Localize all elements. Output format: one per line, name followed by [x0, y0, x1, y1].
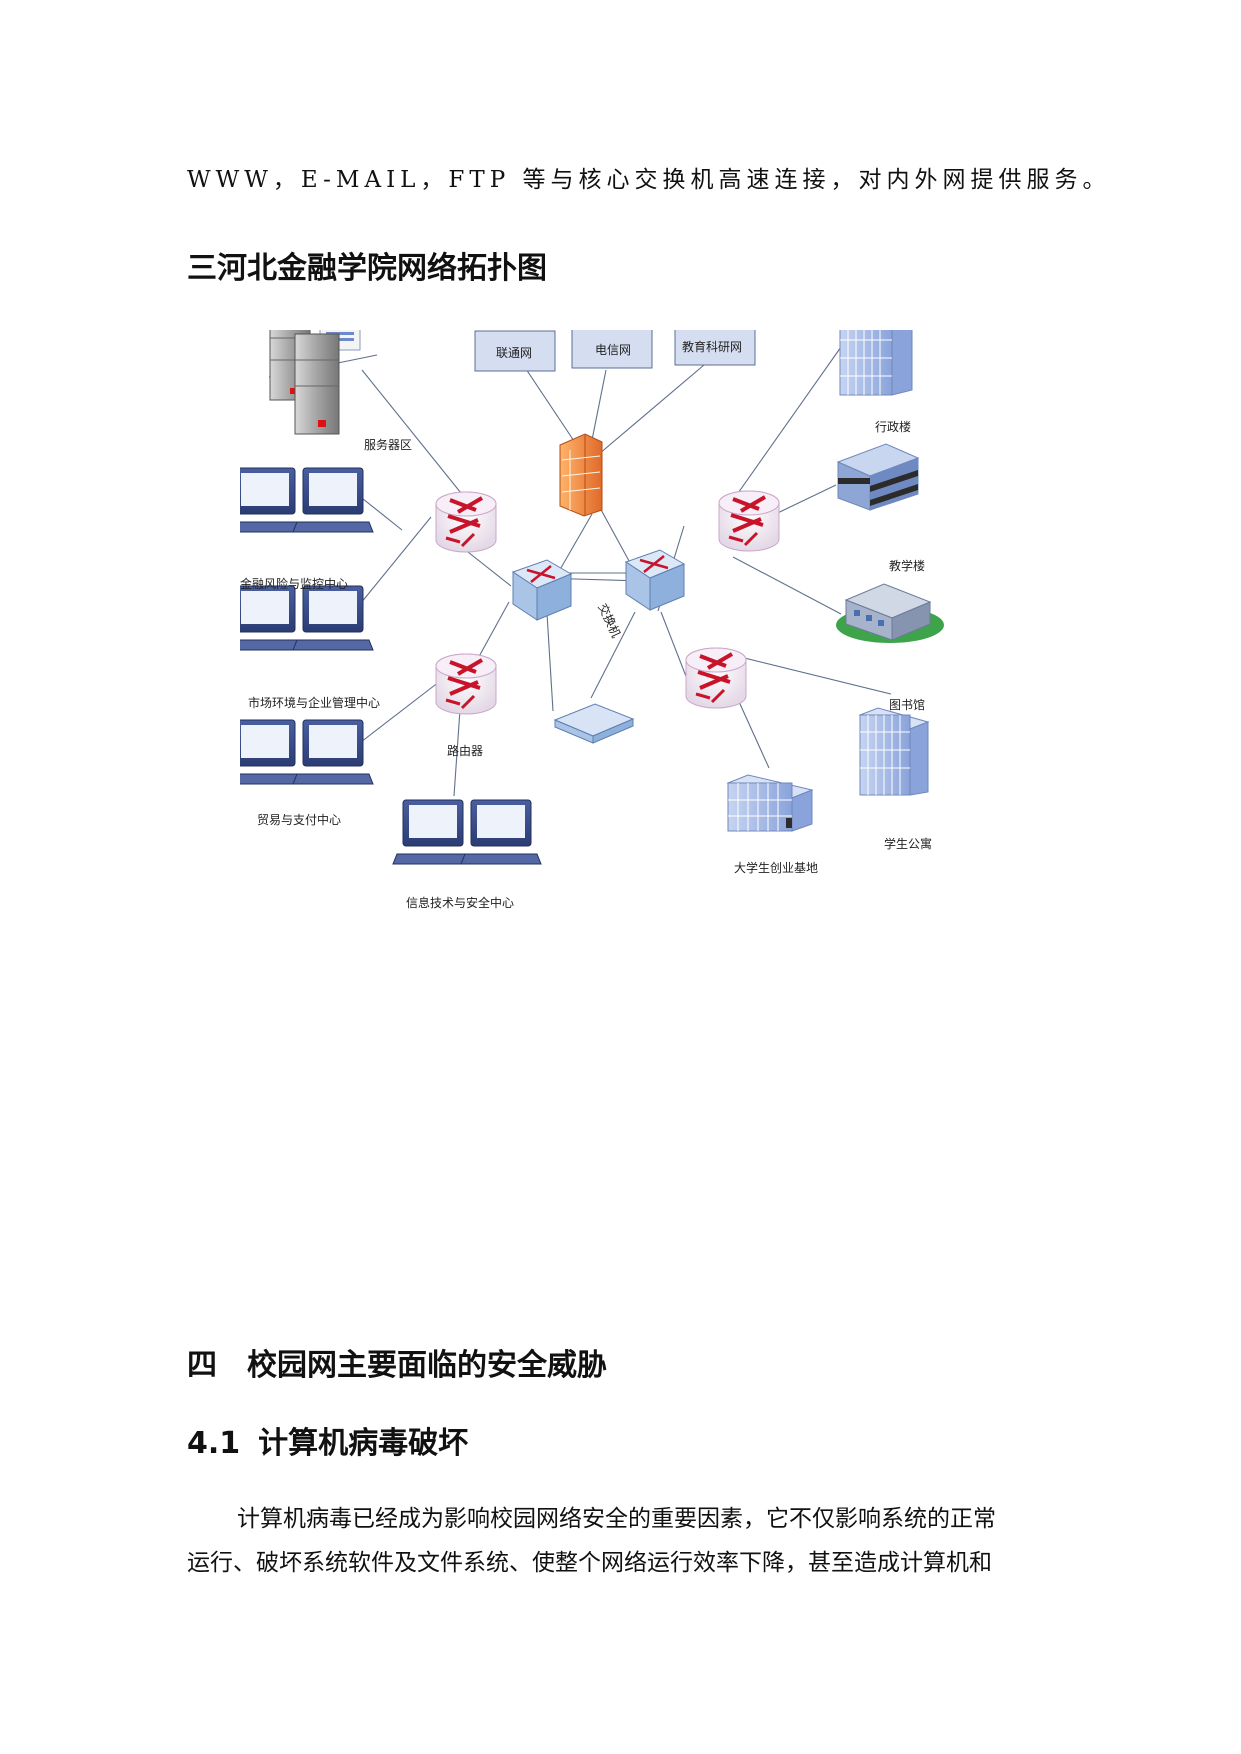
section-4-number: 四	[187, 1348, 217, 1383]
label-startup-base: 大学生创业基地	[734, 860, 818, 875]
router-icon	[684, 646, 748, 710]
router-icon	[717, 489, 781, 553]
label-admin-building: 行政楼	[875, 419, 911, 434]
monitor-icon	[240, 719, 374, 785]
intro-text: WWW，E-MAIL，FTP 等与核心交换机高速连接，对内外网提供服务。	[187, 167, 1111, 193]
router-icon	[434, 652, 498, 716]
label-switch: 交换机	[595, 601, 624, 640]
switch-icon	[511, 558, 573, 622]
building-teaching-icon	[836, 443, 920, 511]
monitor-icon	[392, 799, 542, 865]
section-4-1-number: 4.1	[187, 1426, 241, 1461]
label-teaching-building: 教学楼	[889, 558, 925, 573]
label-unicom: 联通网	[496, 346, 532, 360]
switch-icon	[624, 548, 686, 612]
section-4-title: 校园网主要面临的安全威胁	[247, 1348, 607, 1383]
server-icon	[269, 330, 361, 435]
label-it-center: 信息技术与安全中心	[406, 895, 514, 910]
monitor-icon	[240, 585, 374, 651]
section-4-heading: 四校园网主要面临的安全威胁	[187, 1340, 607, 1384]
network-topology-diagram: 联通网 电信网 教育科研网 服务器区 金融风险与监控中心 市场环境与企业管理中心…	[240, 330, 944, 910]
paragraph-line-2: 运行、破坏系统软件及文件系统、使整个网络运行效率下降，甚至造成计算机和	[187, 1550, 992, 1576]
building-library-icon	[836, 583, 944, 643]
label-cernet: 教育科研网	[682, 339, 742, 354]
section-4-1-heading: 4.1 计算机病毒破坏	[187, 1418, 468, 1462]
label-library: 图书馆	[889, 697, 925, 712]
label-telecom: 电信网	[595, 343, 631, 357]
label-router: 路由器	[447, 743, 483, 758]
building-startup-icon	[726, 774, 814, 832]
building-dorm-icon	[858, 707, 930, 796]
label-server-zone: 服务器区	[364, 437, 412, 452]
firewall-icon	[559, 433, 603, 517]
router-icon	[434, 490, 498, 554]
body-paragraph: 计算机病毒已经成为影响校园网络安全的重要因素，它不仅影响系统的正常 运行、破坏系…	[187, 1497, 1057, 1585]
section-4-1-title: 计算机病毒破坏	[258, 1426, 469, 1461]
monitor-icon	[240, 467, 374, 533]
paragraph-line-1: 计算机病毒已经成为影响校园网络安全的重要因素，它不仅影响系统的正常	[237, 1506, 996, 1532]
diagram-title: 三河北金融学院网络拓扑图	[187, 251, 547, 286]
label-trade-center: 贸易与支付中心	[257, 812, 341, 827]
building-admin-icon	[839, 330, 913, 396]
label-dorm: 学生公寓	[884, 836, 932, 851]
label-market-center: 市场环境与企业管理中心	[248, 695, 380, 710]
label-finance-center: 金融风险与监控中心	[240, 576, 348, 591]
hub-icon	[553, 703, 635, 744]
